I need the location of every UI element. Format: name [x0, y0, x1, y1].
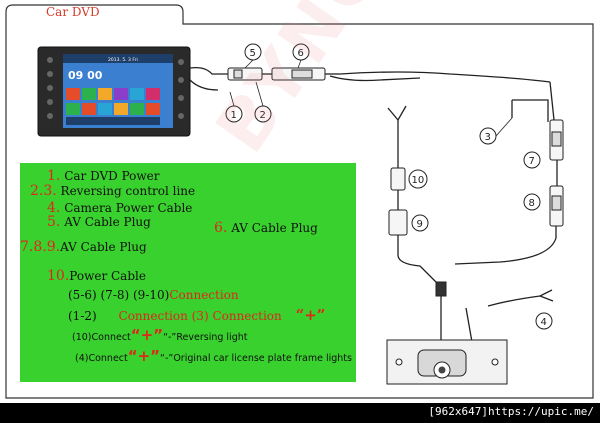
callout-10 [408, 169, 428, 189]
legend-panel: 1. Car DVD Power 2.3. Reversing control … [20, 163, 356, 382]
footer-url[interactable]: [962x647]https://upic.me/ [428, 405, 594, 418]
legend-num-2: 2.3. [30, 183, 57, 199]
legend-line-5: 6. AV Cable Plug [214, 220, 318, 236]
svg-text:4: 4 [541, 317, 547, 328]
connectors [227, 67, 564, 297]
legend-line-4: 5. AV Cable Plug [47, 214, 151, 230]
legend-line-8: (5-6) (7-8) (9-10)Connection [68, 288, 239, 302]
legend-line-6: 7.8.9.AV Cable Plug [20, 239, 147, 255]
frame-outline [5, 4, 594, 399]
legend-text-4: AV Cable Plug [64, 215, 151, 229]
callout-4 [535, 312, 553, 330]
wiring [189, 66, 558, 343]
legend-line-2: 2.3. Reversing control line [30, 183, 195, 199]
legend-line-7: 10.Power Cable [47, 268, 146, 284]
legend-text-1: Car DVD Power [64, 169, 160, 183]
svg-text:3: 3 [485, 132, 491, 143]
legend-reverse-plus: “+” [130, 326, 164, 344]
legend-reverse-text: Reversing light [176, 332, 248, 343]
callout-8 [523, 193, 541, 211]
legend-text-5: AV Cable Plug [231, 221, 318, 235]
legend-plate-text: Original car license plate frame lights [173, 353, 352, 364]
stereo-clock: 09 00 [68, 69, 103, 82]
svg-text:8: 8 [529, 198, 535, 209]
svg-text:9: 9 [417, 219, 423, 230]
legend-pair-1-2: (1-2) [68, 309, 97, 323]
car-dvd-unit: 09 00 2013. 5. 3 Fri [37, 46, 191, 137]
legend-num-1: 1. [47, 168, 61, 184]
legend-plus-sign: “+” [295, 306, 326, 324]
legend-line-11: (4)Connect“+”“-”Original car license pla… [75, 347, 352, 365]
legend-line-3: 4. Camera Power Cable [47, 200, 192, 216]
callout-leaders [229, 59, 513, 137]
legend-num-5: 6. [214, 220, 228, 236]
legend-num-3: 4. [47, 200, 61, 216]
legend-plate-prefix: (4)Connect [75, 353, 128, 364]
legend-text-3: Camera Power Cable [64, 201, 193, 215]
legend-num-6: 7.8.9. [20, 239, 61, 255]
legend-pairs: (5-6) (7-8) (9-10) [68, 288, 170, 302]
callout-9 [411, 214, 429, 232]
legend-text-7: Power Cable [69, 269, 146, 283]
svg-text:10: 10 [412, 175, 425, 186]
legend-connection-3: Connection (3) Connection [118, 309, 282, 323]
stereo-date: 2013. 5. 3 Fri [108, 57, 138, 63]
legend-plate-plus: “+” [127, 347, 161, 365]
svg-text:7: 7 [529, 156, 535, 167]
footer-bar: [962x647]https://upic.me/ [0, 403, 600, 423]
svg-text:5: 5 [250, 48, 256, 59]
rear-camera [386, 339, 508, 385]
legend-reverse-prefix: (10)Connect [72, 332, 131, 343]
callout-7 [523, 151, 541, 169]
legend-line-10: (10)Connect“+”“-”Reversing light [72, 326, 247, 344]
legend-text-2: Reversing control line [60, 184, 196, 198]
svg-text:2: 2 [260, 110, 266, 121]
legend-line-1: 1. Car DVD Power [47, 168, 160, 184]
legend-connection-label: Connection [169, 288, 239, 302]
page-title: Car DVD [46, 5, 100, 19]
legend-line-9: (1-2) Connection (3) Connection “+” [68, 306, 325, 324]
svg-text:6: 6 [298, 48, 304, 59]
legend-reverse-minus: “-” [163, 332, 177, 343]
legend-num-4: 5. [47, 214, 61, 230]
svg-text:1: 1 [231, 110, 237, 121]
legend-plate-minus: “-” [160, 353, 174, 364]
legend-text-6: AV Cable Plug [60, 240, 147, 254]
legend-num-7: 10. [47, 268, 70, 284]
